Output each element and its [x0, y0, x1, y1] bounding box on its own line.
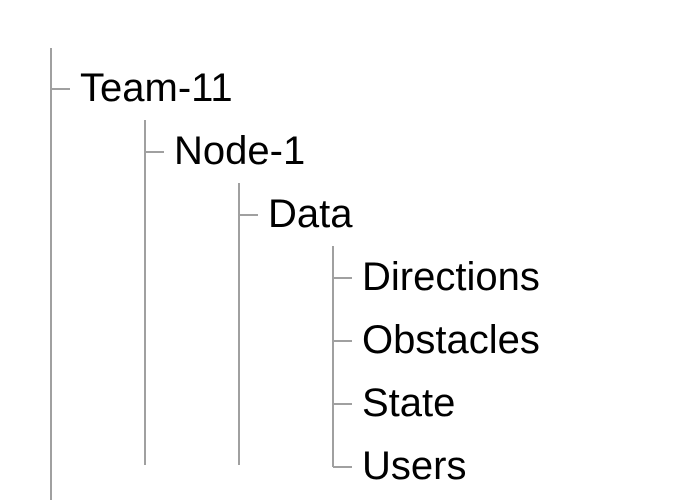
tree-node-team-11[interactable]: Team-11 [80, 66, 233, 110]
tree-node-state[interactable]: State [362, 381, 456, 425]
tree-node-directions[interactable]: Directions [362, 255, 540, 299]
tree-node-obstacles[interactable]: Obstacles [362, 318, 540, 362]
tree-node-node-1[interactable]: Node-1 [174, 129, 306, 173]
tree-node-users[interactable]: Users [362, 444, 467, 488]
tree-node-data[interactable]: Data [268, 192, 353, 236]
